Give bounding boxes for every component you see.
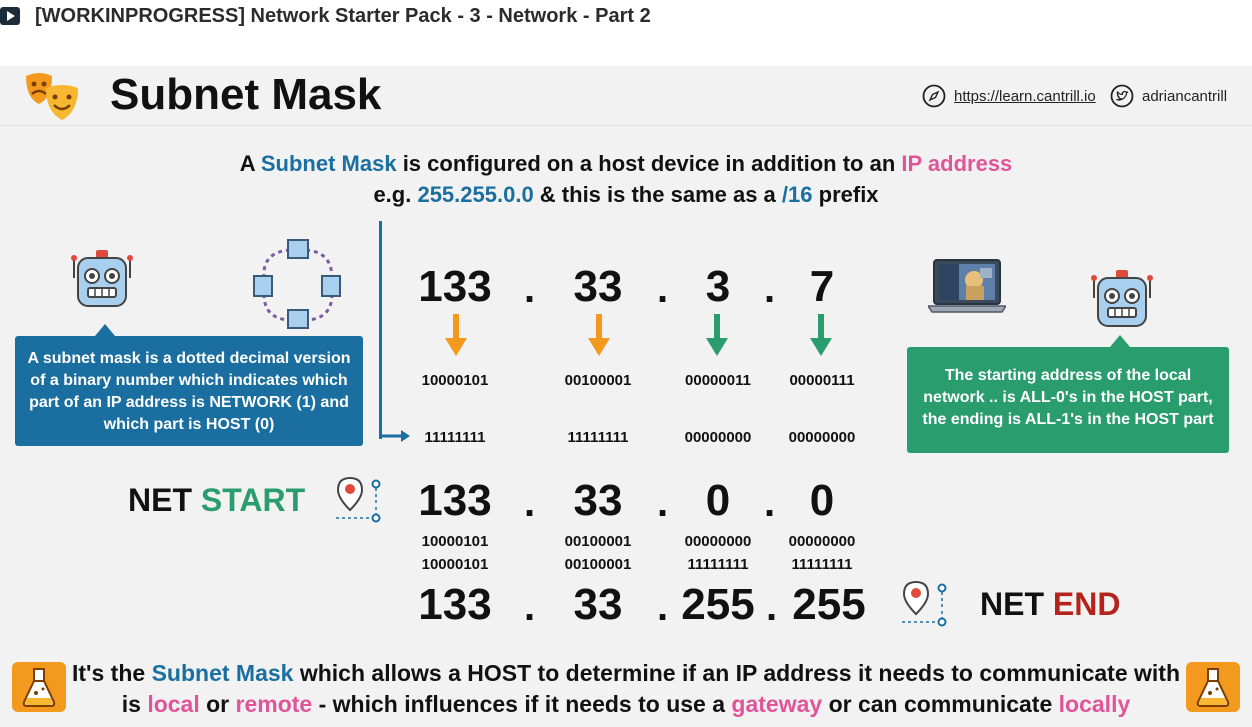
mask-binary-2: 11111111 xyxy=(567,429,629,446)
net-start-octet-4: 0 xyxy=(809,476,835,525)
robot-icon xyxy=(1091,270,1153,327)
ip-dot: . xyxy=(524,267,536,311)
slide: Subnet Mask https://learn.cantrill.io ad… xyxy=(0,66,1252,727)
flask-icon xyxy=(1186,662,1240,712)
intro-line-2: e.g. 255.255.0.0 & this is the same as a… xyxy=(373,182,879,207)
ip-binary-4: 00000111 xyxy=(789,372,855,389)
website-url[interactable]: https://learn.cantrill.io xyxy=(954,87,1096,105)
ip-octet-3: 3 xyxy=(705,262,731,311)
ip-dot: . xyxy=(766,585,778,629)
flask-icon xyxy=(12,662,66,712)
ip-dot: . xyxy=(657,481,669,525)
mask-binary-4: 00000000 xyxy=(788,429,856,446)
mask-binary-3: 00000000 xyxy=(684,429,752,446)
net-start-octet-3: 0 xyxy=(705,476,731,525)
ip-dot: . xyxy=(764,481,776,525)
subnet-mask-callout: A subnet mask is a dotted decimal versio… xyxy=(15,324,363,446)
net-end-octet-4: 255 xyxy=(792,580,866,629)
net-start-octet-1: 133 xyxy=(418,476,492,525)
host-arrow-icon xyxy=(810,314,832,356)
twitter-icon xyxy=(1110,84,1134,108)
net-start-label: NET START xyxy=(128,482,306,518)
ip-binary-1: 10000101 xyxy=(421,372,489,389)
ip-dot: . xyxy=(657,267,669,311)
net-end-octet-2: 33 xyxy=(573,580,623,629)
mask-binary-1: 11111111 xyxy=(424,429,486,446)
robot-icon xyxy=(71,250,133,307)
ip-binary-3: 00000011 xyxy=(685,372,751,389)
map-pin-icon xyxy=(336,476,381,523)
map-pin-icon xyxy=(902,580,947,627)
net-end-binary-4: 11111111 xyxy=(791,556,853,573)
ip-octet-1: 133 xyxy=(418,262,492,311)
net-start-binary-3: 00000000 xyxy=(684,533,752,550)
net-start-octet-2: 33 xyxy=(573,476,623,525)
connector-line xyxy=(379,221,382,439)
net-start-binary-1: 10000101 xyxy=(421,533,489,550)
intro-line-1: A Subnet Mask is configured on a host de… xyxy=(239,151,1013,176)
website-link[interactable]: https://learn.cantrill.io xyxy=(922,84,1096,108)
twitter-link[interactable]: adriancantrill xyxy=(1110,84,1227,108)
theatre-masks-icon xyxy=(26,73,78,120)
compass-icon xyxy=(922,84,946,108)
bottom-summary: It's the Subnet Mask which allows a HOST… xyxy=(71,660,1180,717)
host-arrow-icon xyxy=(706,314,728,356)
network-arrow-icon xyxy=(588,314,610,356)
net-end-octet-1: 133 xyxy=(418,580,492,629)
net-end-label: NET END xyxy=(980,586,1121,622)
network-icon xyxy=(253,239,341,329)
slide-title: Subnet Mask xyxy=(110,70,382,119)
network-arrow-icon xyxy=(445,314,467,356)
network-range-callout: The starting address of the local networ… xyxy=(907,335,1229,453)
video-title: [WORKINPROGRESS] Network Starter Pack - … xyxy=(35,5,651,27)
net-end-binary-3: 11111111 xyxy=(687,556,749,573)
ip-dot: . xyxy=(524,585,536,629)
ip-dot: . xyxy=(764,267,776,311)
net-end-binary-1: 10000101 xyxy=(421,556,489,573)
video-title-bar: [WORKINPROGRESS] Network Starter Pack - … xyxy=(0,0,1252,34)
slide-header: Subnet Mask https://learn.cantrill.io ad… xyxy=(0,66,1252,126)
net-start-binary-4: 00000000 xyxy=(788,533,856,550)
net-end-binary-2: 00100001 xyxy=(564,556,632,573)
ip-binary-2: 00100001 xyxy=(564,372,632,389)
net-end-octet-3: 255 xyxy=(681,580,755,629)
twitter-handle[interactable]: adriancantrill xyxy=(1142,87,1228,105)
ip-octet-2: 33 xyxy=(573,262,623,311)
play-icon[interactable] xyxy=(0,7,20,25)
ip-dot: . xyxy=(524,481,536,525)
ip-octet-4: 7 xyxy=(809,262,835,311)
connector-arrow-icon xyxy=(381,430,410,442)
net-start-binary-2: 00100001 xyxy=(564,533,632,550)
ip-dot: . xyxy=(657,585,669,629)
laptop-icon xyxy=(928,259,1006,313)
